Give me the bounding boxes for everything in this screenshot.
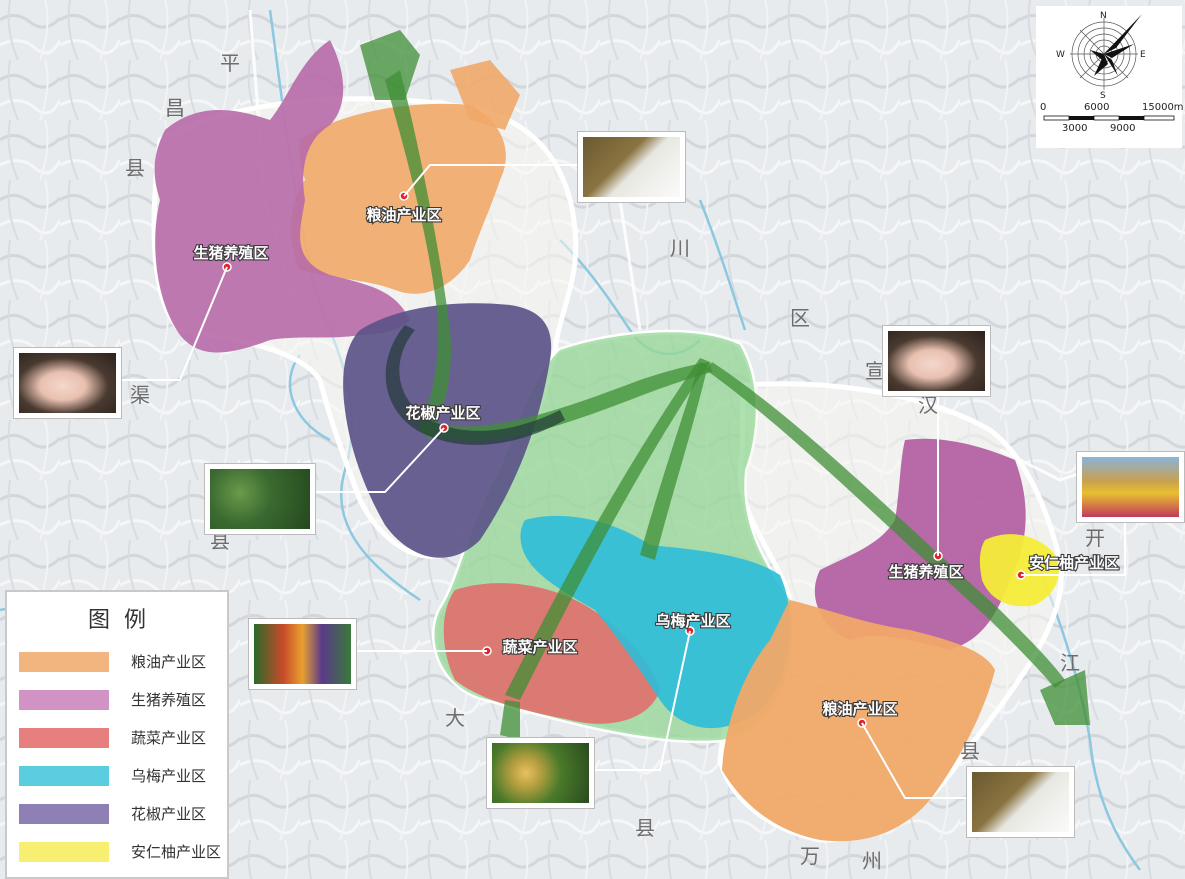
- legend-swatch: [19, 728, 109, 748]
- label-grain-oil-north: 粮油产业区: [366, 206, 441, 224]
- scale-3000: 3000: [1062, 123, 1088, 134]
- leader-lines: [118, 164, 1126, 799]
- place-char: 县: [210, 529, 230, 553]
- photo-ume: [487, 738, 594, 808]
- place-char: 开: [1085, 526, 1105, 550]
- photo-grain-north: [578, 132, 685, 202]
- legend-swatch: [19, 804, 109, 824]
- legend-item: 生猪养殖区: [19, 690, 224, 712]
- label-ume: 乌梅产业区: [655, 612, 730, 630]
- compass-e: E: [1140, 50, 1146, 60]
- compass-n: N: [1100, 11, 1107, 21]
- compass-rose-icon: N S E W: [1043, 11, 1175, 121]
- place-char: 渠: [130, 383, 150, 407]
- photo-vegetable: [249, 619, 356, 689]
- legend-label: 生猪养殖区: [131, 691, 207, 709]
- legend-item: 安仁柚产业区: [19, 842, 224, 864]
- region-vegetable: [443, 583, 660, 724]
- legend-swatch: [19, 842, 109, 862]
- scale-15000: 15000m: [1142, 102, 1184, 113]
- place-char: 县: [960, 739, 980, 763]
- label-pomelo: 安仁柚产业区: [1029, 554, 1119, 572]
- compass-w: W: [1056, 50, 1065, 60]
- place-char: 区: [790, 306, 810, 330]
- region-pomelo: [979, 534, 1059, 607]
- place-char: 江: [1060, 651, 1080, 675]
- photo-pomelo: [1077, 452, 1184, 522]
- legend-label: 乌梅产业区: [131, 767, 207, 785]
- place-char: 万: [800, 844, 820, 868]
- legend-label: 蔬菜产业区: [131, 729, 207, 747]
- label-vegetable: 蔬菜产业区: [502, 638, 577, 656]
- scale-0: 0: [1040, 102, 1047, 113]
- label-pig-east: 生猪养殖区: [888, 563, 963, 581]
- region-grain-oil-north: [290, 103, 506, 294]
- place-names: 平 昌 县 渠 县 川 区 宣 汉 开 江 县 大 县 万 州: [125, 51, 1105, 873]
- region-grain-oil-north-tail: [450, 60, 520, 130]
- legend-label: 粮油产业区: [131, 653, 207, 671]
- scale-6000: 6000: [1084, 102, 1110, 113]
- development-axes: [360, 30, 1090, 740]
- compass-scale-panel: N S E W 0 6000 15000m 3000 9000: [1036, 6, 1184, 148]
- legend-item: 乌梅产业区: [19, 766, 224, 788]
- axis-shadow-band: [385, 325, 565, 445]
- region-pig-west: [154, 40, 410, 353]
- legend-swatch: [19, 652, 109, 672]
- place-char: 川: [670, 236, 690, 260]
- legend-label: 花椒产业区: [131, 805, 207, 823]
- legend-swatch: [19, 690, 109, 710]
- place-char: 平: [220, 51, 240, 75]
- legend-item: 蔬菜产业区: [19, 728, 224, 750]
- place-char: 大: [445, 706, 465, 730]
- legend-item: 粮油产业区: [19, 652, 224, 674]
- label-pepper: 花椒产业区: [405, 404, 480, 422]
- scale-9000: 9000: [1110, 123, 1136, 134]
- place-char: 汉: [918, 393, 938, 417]
- legend-item: 花椒产业区: [19, 804, 224, 826]
- region-ume: [520, 515, 791, 729]
- legend: 图例 粮油产业区生猪养殖区蔬菜产业区乌梅产业区花椒产业区安仁柚产业区: [5, 590, 229, 879]
- place-char: 昌: [165, 96, 185, 120]
- legend-title: 图例: [87, 608, 160, 633]
- compass-s: S: [1100, 91, 1106, 101]
- place-char: 县: [635, 816, 655, 840]
- photo-pepper: [205, 464, 315, 534]
- place-char: 宣: [865, 359, 885, 383]
- legend-label: 安仁柚产业区: [131, 843, 222, 861]
- photo-pig-east: [883, 326, 990, 396]
- place-char: 县: [125, 156, 145, 180]
- place-char: 州: [862, 849, 882, 873]
- photo-pig-west: [14, 348, 121, 418]
- photo-grain-south: [967, 767, 1074, 837]
- legend-swatch: [19, 766, 109, 786]
- label-grain-oil-south: 粮油产业区: [822, 700, 897, 718]
- label-pig-west: 生猪养殖区: [193, 244, 268, 262]
